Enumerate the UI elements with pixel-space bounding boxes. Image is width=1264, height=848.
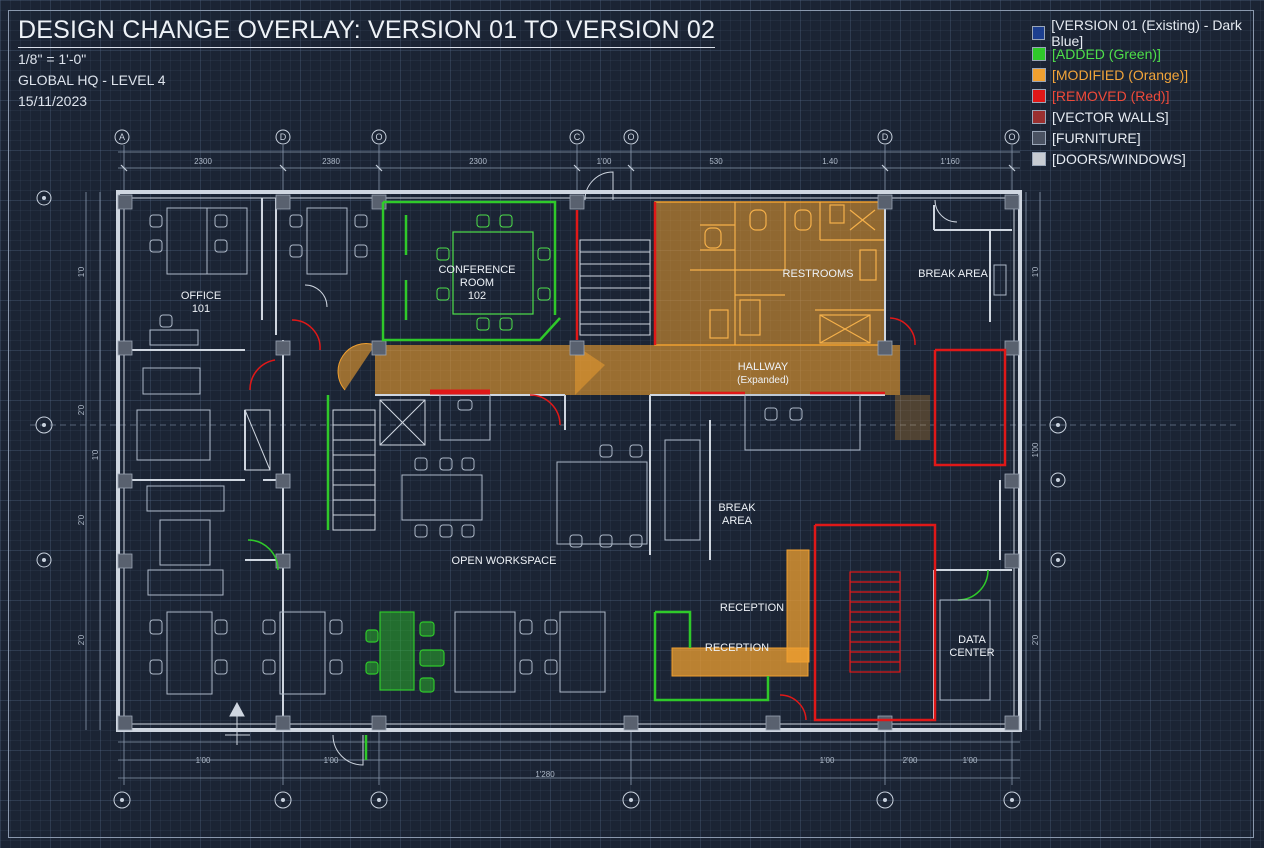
project-name: GLOBAL HQ - LEVEL 4 xyxy=(18,72,166,88)
dim-top-6: 1.40 xyxy=(822,157,838,166)
dimension-lines xyxy=(30,145,1240,785)
structural-columns xyxy=(117,194,1020,731)
legend-item-vector-walls: [VECTOR WALLS] xyxy=(1032,106,1264,127)
page-title: DESIGN CHANGE OVERLAY: VERSION 01 TO VER… xyxy=(18,16,716,48)
added-furniture xyxy=(365,611,445,693)
room-label-break-area-top: BREAK AREA xyxy=(918,268,988,280)
title-block: DESIGN CHANGE OVERLAY: VERSION 01 TO VER… xyxy=(18,16,716,111)
room-label-reception-a: RECEPTION xyxy=(720,602,784,614)
room-label-conference: CONFERENCE xyxy=(438,264,515,276)
legend-label: [DOORS/WINDOWS] xyxy=(1052,150,1186,167)
swatch-modified xyxy=(1032,67,1046,82)
grid-bubble-dots xyxy=(42,196,1060,802)
scale-note: 1/8" = 1'-0" xyxy=(18,51,87,67)
dim-left-1: 1'0 xyxy=(77,266,86,277)
dim-top-4: 1'00 xyxy=(597,157,612,166)
legend: [VERSION 01 (Existing) - Dark Blue] [ADD… xyxy=(1032,17,1264,169)
dim-top-1: 2300 xyxy=(194,157,212,166)
north-arrow-icon xyxy=(225,701,250,745)
legend-label: [VERSION 01 (Existing) - Dark Blue] xyxy=(1051,16,1242,49)
room-label-conference-2: ROOM xyxy=(460,277,494,289)
room-label-break-area: BREAK xyxy=(718,502,756,514)
dimension-ticks xyxy=(120,164,1016,172)
legend-label: [VECTOR WALLS] xyxy=(1052,108,1169,125)
stairs xyxy=(244,239,651,531)
room-label-data-center: DATA xyxy=(958,634,986,646)
room-number-conference: 102 xyxy=(468,290,486,302)
room-number-office: 101 xyxy=(192,303,210,315)
dim-top-7: 1'160 xyxy=(940,157,960,166)
swatch-added xyxy=(1032,46,1046,61)
dim-right-2: 1'00 xyxy=(1031,442,1040,457)
room-label-office: OFFICE xyxy=(181,290,221,302)
dim-bottom-1: 1'00 xyxy=(196,756,211,765)
room-label-reception-b: RECEPTION xyxy=(705,642,769,654)
grid-bubbles xyxy=(35,129,1067,809)
furniture xyxy=(136,207,1007,701)
room-label-hallway: HALLWAY xyxy=(738,361,789,373)
dim-bottom-5: 1'00 xyxy=(963,756,978,765)
dim-top-2: 2380 xyxy=(322,157,340,166)
grid-tag-7: O xyxy=(1008,132,1015,142)
legend-item-added: [ADDED (Green)] xyxy=(1032,43,1264,64)
room-label-break-area-2: AREA xyxy=(722,515,753,527)
legend-label: [MODIFIED (Orange)] xyxy=(1052,66,1189,83)
grid-tag-2: D xyxy=(280,132,287,142)
legend-item-version01: [VERSION 01 (Existing) - Dark Blue] xyxy=(1032,17,1264,49)
drawing-frame xyxy=(8,10,1254,838)
legend-label: [REMOVED (Red)] xyxy=(1052,87,1170,104)
dim-right-3: 2'0 xyxy=(1031,634,1040,645)
doors xyxy=(304,171,958,766)
dim-bottom-4: 2'00 xyxy=(903,756,918,765)
removed-stair xyxy=(849,571,901,673)
room-label-restrooms: RESTROOMS xyxy=(783,268,854,280)
swatch-vector-walls xyxy=(1032,109,1046,124)
dim-top-5: 530 xyxy=(709,157,723,166)
conference-table xyxy=(452,231,534,315)
exterior-walls xyxy=(116,190,1022,732)
dim-overall: 1'280 xyxy=(535,770,555,779)
legend-item-doors-windows: [DOORS/WINDOWS] xyxy=(1032,148,1264,169)
dim-bottom-3: 1'00 xyxy=(820,756,835,765)
conference-chairs xyxy=(436,214,551,331)
dim-top-3: 2300 xyxy=(469,157,487,166)
dim-bottom-2: 1'00 xyxy=(324,756,339,765)
legend-item-removed: [REMOVED (Red)] xyxy=(1032,85,1264,106)
legend-item-furniture: [FURNITURE] xyxy=(1032,127,1264,148)
removed-elements xyxy=(249,202,1007,722)
restroom-fixtures xyxy=(690,202,885,345)
grid-tag-1: A xyxy=(119,132,125,142)
modified-zones xyxy=(337,201,930,677)
dim-right-1: 1'0 xyxy=(1031,266,1040,277)
swatch-doors-windows xyxy=(1032,151,1046,166)
dim-left-5: 2'0 xyxy=(77,634,86,645)
chairs xyxy=(149,214,803,675)
room-note-hallway: (Expanded) xyxy=(737,375,789,386)
grid-tag-4: C xyxy=(574,132,581,142)
grid-tag-6: D xyxy=(882,132,889,142)
dim-left-4: 2'0 xyxy=(77,514,86,525)
dim-left-3: 1'0 xyxy=(91,449,100,460)
room-label-open-workspace: OPEN WORKSPACE xyxy=(452,555,557,567)
grid-tag-3: O xyxy=(375,132,382,142)
swatch-furniture xyxy=(1032,130,1046,145)
drawing-date: 15/11/2023 xyxy=(18,93,88,109)
legend-label: [ADDED (Green)] xyxy=(1052,45,1161,62)
dim-left-2: 2'0 xyxy=(77,404,86,415)
swatch-removed xyxy=(1032,88,1046,103)
swatch-version01 xyxy=(1032,25,1046,40)
room-label-data-center-2: CENTER xyxy=(949,647,994,659)
legend-item-modified: [MODIFIED (Orange)] xyxy=(1032,64,1264,85)
legend-label: [FURNITURE] xyxy=(1052,129,1141,146)
grid-tag-5: O xyxy=(627,132,634,142)
